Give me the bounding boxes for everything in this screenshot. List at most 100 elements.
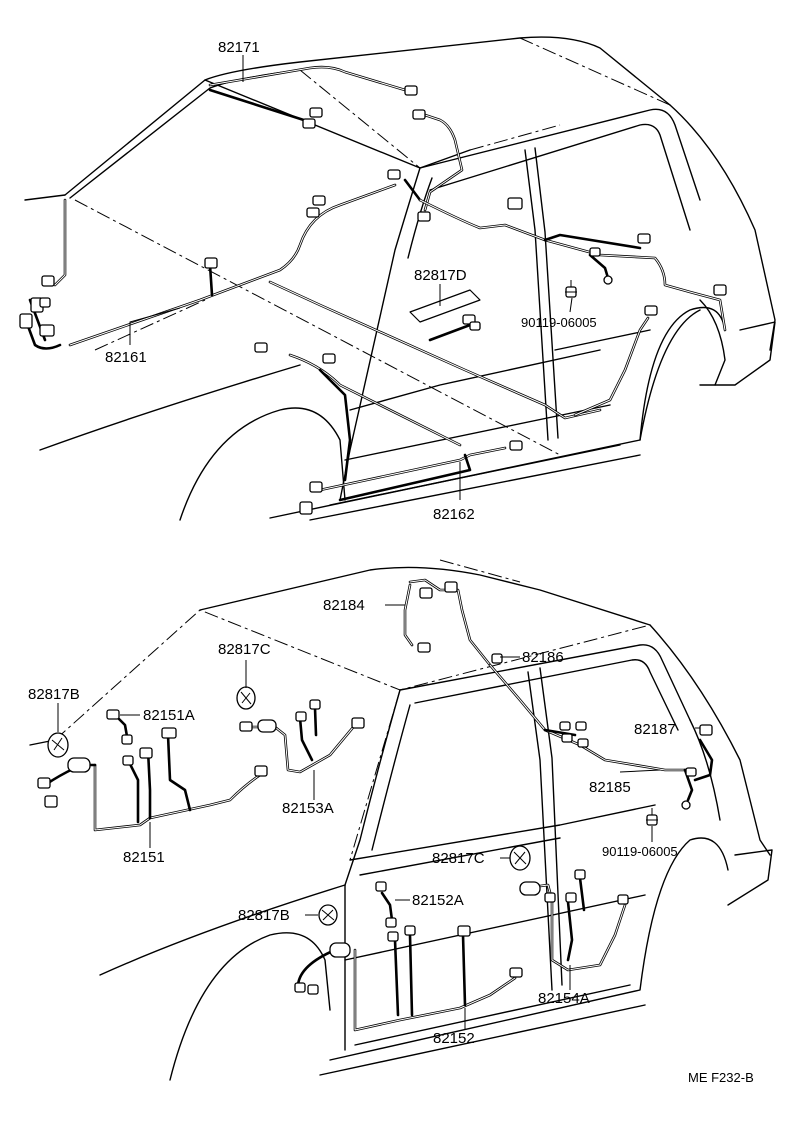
upper-leaders	[129, 55, 573, 500]
connector	[37, 777, 51, 789]
connector	[561, 733, 573, 743]
connector	[419, 587, 433, 599]
part-label-82187: 82187	[634, 721, 676, 738]
connector	[417, 211, 431, 222]
connector	[685, 767, 697, 777]
connector	[351, 717, 365, 729]
connector	[544, 892, 556, 903]
part-label-82162: 82162	[433, 506, 475, 523]
connector	[417, 642, 431, 653]
grommet-icon	[509, 845, 531, 871]
connector	[412, 109, 426, 120]
upper-labels: 82171 82161 82162 82817D 90119-06005	[105, 39, 597, 523]
connector	[457, 925, 471, 937]
part-label-82152: 82152	[433, 1030, 475, 1047]
part-label-82153a: 82153A	[282, 800, 334, 817]
connector	[699, 724, 713, 736]
lower-labels: 82184 82186 82817C 82817B 82151A 82151 8…	[28, 597, 678, 1047]
clamp-bolt-icon	[646, 808, 658, 826]
connector	[122, 755, 134, 766]
connector	[559, 721, 571, 731]
upper-harnesses	[23, 65, 727, 502]
connector	[254, 342, 268, 353]
part-label-82171: 82171	[218, 39, 260, 56]
connector	[322, 353, 336, 364]
connector	[575, 721, 587, 731]
connector	[39, 324, 55, 337]
connector	[637, 233, 651, 244]
connector	[329, 942, 351, 958]
part-label-82817c-front: 82817C	[218, 641, 271, 658]
clamp-bolt-icon	[565, 280, 577, 298]
connector	[375, 881, 387, 892]
grommet-icon	[47, 732, 69, 758]
part-label-82817c-rear: 82817C	[432, 850, 485, 867]
grommet-icon	[318, 904, 338, 926]
connector	[509, 440, 523, 451]
connector	[309, 107, 323, 118]
part-label-82151a: 82151A	[143, 707, 195, 724]
connector	[254, 765, 268, 777]
connector	[309, 699, 321, 710]
figure-code: ME F232-B	[688, 1070, 754, 1085]
connector	[67, 757, 91, 773]
part-label-90119-06005-lower: 90119-06005	[602, 844, 678, 859]
part-label-82186: 82186	[522, 649, 564, 666]
connector	[39, 297, 51, 308]
connector	[404, 85, 418, 96]
connector	[239, 721, 253, 732]
connector	[295, 711, 307, 722]
connector	[617, 894, 629, 905]
part-label-82185: 82185	[589, 779, 631, 796]
connector	[681, 800, 691, 810]
connector	[603, 275, 613, 285]
connector	[44, 795, 58, 808]
connector	[204, 257, 218, 269]
connector	[299, 501, 313, 515]
connector	[644, 305, 658, 316]
part-label-82184: 82184	[323, 597, 365, 614]
connector	[294, 982, 306, 993]
connector	[41, 275, 55, 287]
connector	[312, 195, 326, 206]
part-label-82817d: 82817D	[414, 267, 467, 284]
lower-leaders	[57, 604, 700, 1030]
connector	[139, 747, 153, 759]
connector	[306, 207, 320, 218]
connector	[385, 917, 397, 928]
connector	[302, 118, 316, 129]
connector	[309, 481, 323, 493]
connector	[519, 881, 541, 896]
connector	[161, 727, 177, 739]
connector	[469, 321, 481, 331]
connector	[444, 581, 458, 593]
connector	[507, 197, 523, 210]
part-label-90119-06005: 90119-06005	[521, 315, 597, 330]
part-label-82161: 82161	[105, 349, 147, 366]
connector	[19, 313, 33, 329]
connector	[387, 931, 399, 942]
lower-harnesses	[43, 578, 714, 1032]
upper-connectors	[19, 85, 727, 515]
connector	[387, 169, 401, 180]
connector	[121, 734, 133, 745]
connector	[565, 892, 577, 903]
connector	[491, 653, 503, 664]
part-label-82154a: 82154A	[538, 990, 590, 1007]
connector	[257, 719, 277, 733]
connector	[307, 984, 319, 995]
connector	[106, 709, 120, 720]
connector	[713, 284, 727, 296]
connector	[404, 925, 416, 936]
connector	[577, 738, 589, 748]
upper-body-outline	[24, 36, 776, 521]
connector	[589, 247, 601, 257]
connector	[509, 967, 523, 978]
grommet-icon	[236, 686, 256, 710]
part-label-82817b-front: 82817B	[28, 686, 80, 703]
lower-body-outline	[29, 559, 773, 1081]
connector	[574, 869, 586, 880]
part-label-82817b-rear: 82817B	[238, 907, 290, 924]
